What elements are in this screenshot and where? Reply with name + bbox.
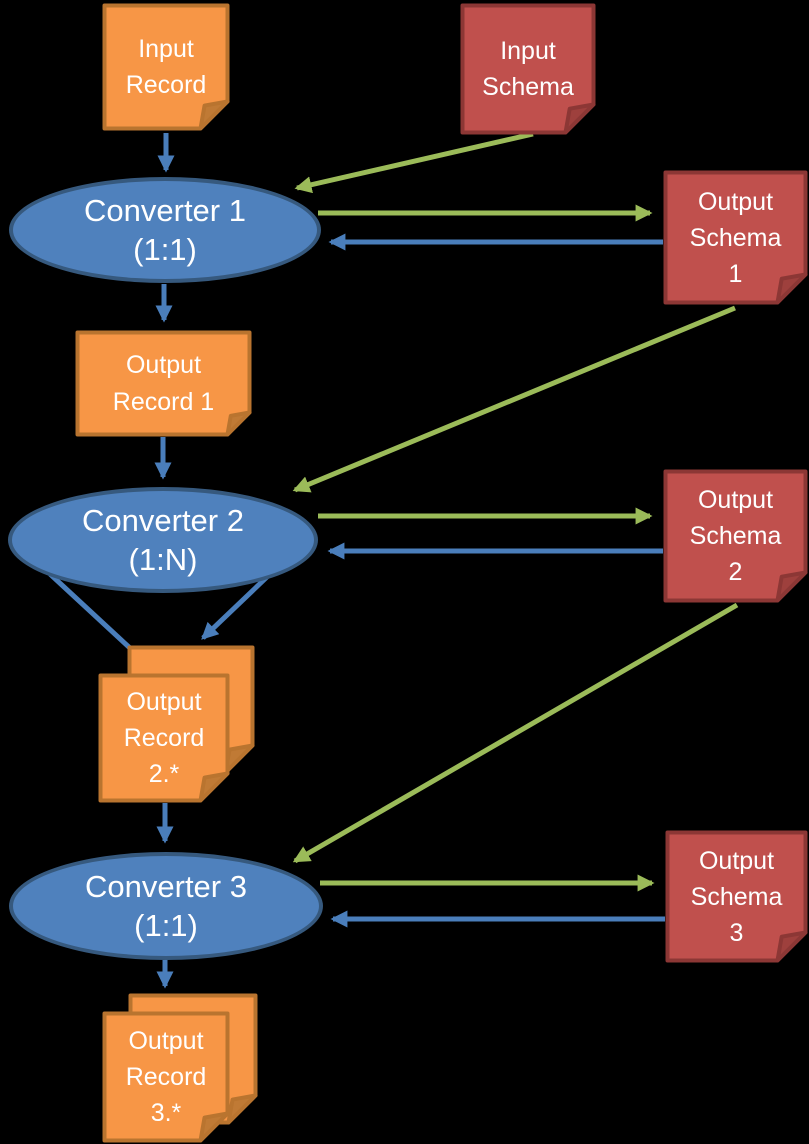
folded-corner-icon	[775, 570, 808, 603]
node-converter-2: Converter 2 (1:N)	[8, 487, 318, 593]
folded-corner-icon	[225, 410, 252, 437]
node-label: Converter 1 (1:1)	[13, 181, 317, 279]
node-converter-3: Converter 3 (1:1)	[9, 852, 323, 960]
folded-corner-icon	[563, 102, 596, 135]
node-label: Converter 2 (1:N)	[12, 491, 314, 589]
node-output-record-2: Output Record 2.*	[98, 673, 230, 803]
note-shape	[102, 1011, 230, 1143]
note-shape	[460, 3, 596, 135]
node-output-record-1: Output Record 1	[75, 330, 252, 437]
node-output-record-3: Output Record 3.*	[102, 1011, 230, 1143]
node-output-schema-2: Output Schema 2	[663, 469, 808, 603]
edge-input-schema-to-converter-1	[294, 131, 534, 194]
note-shape	[663, 170, 808, 305]
folded-corner-icon	[775, 930, 808, 963]
node-output-schema-3: Output Schema 3	[665, 830, 808, 963]
note-shape	[663, 469, 808, 603]
note-shape	[665, 830, 808, 963]
node-converter-1: Converter 1 (1:1)	[9, 177, 321, 283]
folded-corner-icon	[198, 771, 230, 803]
folded-corner-icon	[198, 1111, 230, 1143]
folded-corner-icon	[226, 1093, 258, 1125]
node-input-record: Input Record	[102, 3, 230, 131]
edge-converter-2-to-output-record-2-right	[201, 574, 270, 640]
label-line: Converter 3	[85, 869, 247, 904]
edge-output-schema-1-to-converter-2	[292, 305, 736, 493]
node-input-schema: Input Schema	[460, 3, 596, 135]
node-label: Converter 3 (1:1)	[13, 856, 319, 956]
folded-corner-icon	[775, 272, 808, 305]
edge-output-schema-2-to-converter-3	[292, 602, 739, 864]
note-shape	[75, 330, 252, 437]
note-shape	[102, 3, 230, 131]
edge-converter-2-to-output-record-2-left	[48, 572, 133, 651]
folded-corner-icon	[198, 99, 230, 131]
label-line: Converter 1	[84, 193, 246, 228]
label-line: (1:1)	[134, 908, 198, 943]
node-output-schema-1: Output Schema 1	[663, 170, 808, 305]
label-line: (1:1)	[133, 232, 197, 267]
label-line: Converter 2	[82, 503, 244, 538]
label-line: (1:N)	[128, 542, 198, 577]
note-shape	[98, 673, 230, 803]
